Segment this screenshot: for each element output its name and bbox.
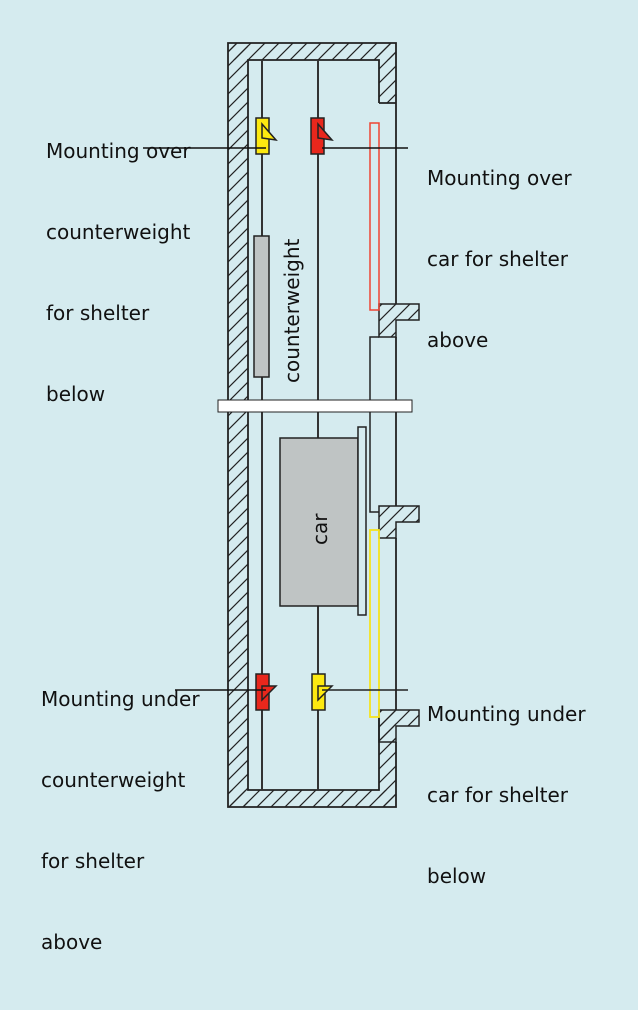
mount-over-counterweight: [143, 117, 278, 155]
callout-line: above: [427, 328, 489, 352]
car-door: [357, 426, 367, 616]
mount-under-car: [311, 673, 408, 711]
callout-line: Mounting over: [427, 166, 572, 190]
callout-line: car for shelter: [427, 247, 569, 271]
landing-doors: [369, 336, 379, 513]
right-wall-top: [379, 43, 396, 103]
callout-over-counterweight: Mounting over counterweight for shelter …: [46, 84, 191, 462]
callout-line: Mounting over: [46, 139, 191, 163]
mount-under-counterweight: [175, 673, 278, 711]
shaft-inner-outline: [247, 59, 380, 791]
landing-sill-upper: [378, 303, 420, 338]
counterweight-body: [253, 235, 270, 378]
landing-sill-pit: [378, 709, 420, 743]
callout-line: for shelter: [41, 849, 145, 873]
callout-line: counterweight: [41, 768, 186, 792]
left-wall: [228, 43, 248, 807]
callout-line: below: [427, 864, 487, 888]
shelter-zone-above: [369, 122, 380, 311]
callout-line: Mounting under: [427, 702, 586, 726]
diagram-canvas: counterweight car Mounting over: [41, 42, 586, 954]
bottom-wall: [228, 790, 396, 807]
shaft-outer-outline: [227, 42, 397, 808]
callout-under-car: Mounting under car for shelter below: [427, 647, 586, 944]
elevator-shaft-diagram: counterweight car: [143, 42, 420, 808]
callout-line: Mounting under: [41, 687, 200, 711]
car-body: [279, 437, 359, 607]
landing-sill-lower: [378, 505, 420, 539]
callout-under-counterweight: Mounting under counterweight for shelter…: [41, 632, 200, 1010]
mount-over-car: [310, 117, 408, 155]
callout-line: above: [41, 930, 103, 954]
callout-line: car for shelter: [427, 783, 569, 807]
callout-over-car: Mounting over car for shelter above: [427, 111, 572, 408]
top-wall: [228, 43, 396, 60]
shelter-zone-below: [369, 529, 380, 718]
counterweight-label: counterweight: [280, 238, 304, 383]
callout-line: below: [46, 382, 106, 406]
floor-slab: [217, 399, 413, 413]
callout-line: for shelter: [46, 301, 150, 325]
callout-line: counterweight: [46, 220, 191, 244]
car-label: car: [308, 513, 332, 545]
